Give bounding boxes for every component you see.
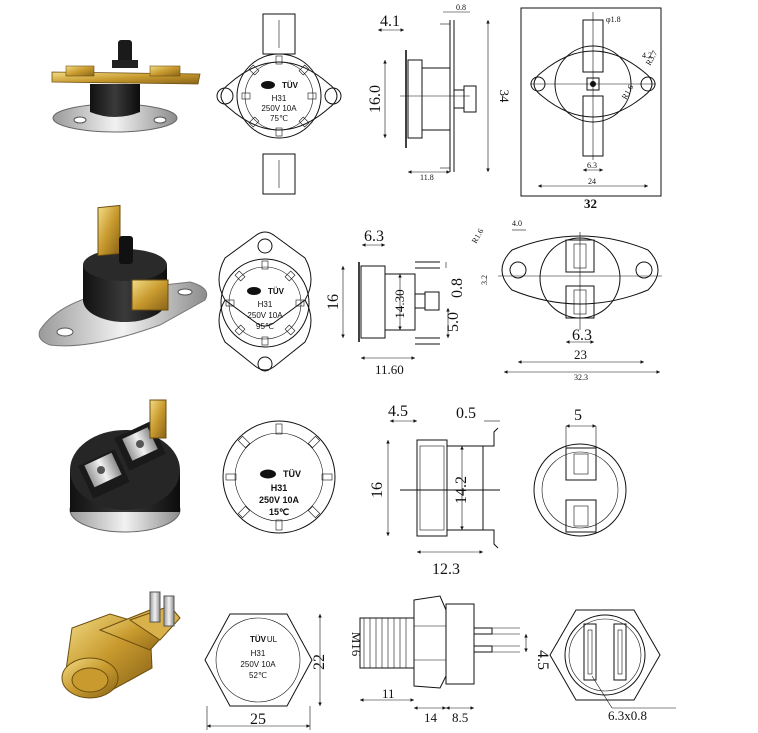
front-view-4: TÜV UL H31 250V 10A 52℃ 22 25 <box>204 613 328 730</box>
label-temp: 75℃ <box>270 114 288 123</box>
dim-0-5: 0.5 <box>456 405 476 422</box>
photo-thermostat-1 <box>51 40 201 133</box>
label-cert: TÜV <box>283 469 301 479</box>
side-view-4: 4.5 M16 11 14 8.5 <box>349 595 551 725</box>
dim-16: 16 <box>369 482 386 498</box>
row-2: CQC TÜV H31 250V 10A 95℃ 6.3 0.8 16 14.3… <box>38 204 662 382</box>
row-3: CQC TÜV H31 250V 10A 15℃ 16 14.2 4.5 0.5… <box>69 399 627 578</box>
dim-14: 14 <box>424 710 438 725</box>
dim-r1-6: R1.6 <box>620 83 635 101</box>
photo-thermostat-3 <box>69 399 181 533</box>
dim-34: 34 <box>497 90 512 104</box>
side-view-1: 4.1 0.8 16.0 34 11.8 <box>367 3 512 182</box>
dim-16-0: 16.0 <box>367 85 384 113</box>
dim-11-8: 11.8 <box>420 173 434 182</box>
label-brand: CQC <box>263 83 274 88</box>
label-rating: 250V 10A <box>240 660 276 669</box>
dim-32: 32 <box>584 196 597 211</box>
top-view-4: 6.3x0.8 <box>549 609 676 723</box>
label-brand: CQC <box>262 472 274 478</box>
top-view-2: 4.0 R1.6 3.2 6.3 23 32.3 <box>470 219 662 382</box>
dim-25: 25 <box>250 711 266 728</box>
front-view-1: CQC TÜV H31 250V 10A 75℃ <box>216 13 342 195</box>
dim-14-2: 14.2 <box>453 476 470 504</box>
terminal-bottom <box>262 153 296 195</box>
dim-4-2: 4.2 <box>642 51 652 60</box>
row-1: CQC TÜV H31 250V 10A 75℃ 4.1 0.8 16.0 <box>51 3 662 211</box>
front-view-3: CQC TÜV H31 250V 10A 15℃ <box>222 420 336 534</box>
label-brand: CQC <box>249 289 260 294</box>
mount-hole-left <box>216 87 234 105</box>
label-cert: TÜV <box>282 81 299 90</box>
dim-6-3x0-8: 6.3x0.8 <box>608 708 647 723</box>
dim-11: 11 <box>382 686 395 701</box>
label-rating: 250V 10A <box>247 311 283 320</box>
photo-thermostat-4 <box>61 591 181 699</box>
dim-5-0: 5.0 <box>445 312 462 332</box>
dim-11-60: 11.60 <box>375 362 404 377</box>
dim-8-5: 8.5 <box>452 710 468 725</box>
label-model: H31 <box>251 649 266 658</box>
label-temp: 15℃ <box>269 507 289 517</box>
label-cert: TÜV <box>268 287 285 296</box>
dim-22: 22 <box>311 654 328 670</box>
dim-16: 16 <box>325 294 342 310</box>
row-4: TÜV UL H31 250V 10A 52℃ 22 25 <box>61 591 676 730</box>
dim-0-8: 0.8 <box>449 278 466 298</box>
dim-m16: M16 <box>349 632 364 657</box>
dim-4-5: 4.5 <box>534 650 551 670</box>
dim-4-5: 4.5 <box>388 403 408 420</box>
dim-4-0: 4.0 <box>512 219 522 228</box>
dim-32-3: 32.3 <box>574 373 588 382</box>
label-model: H31 <box>271 483 288 493</box>
dim-3-2: 3.2 <box>480 275 489 285</box>
dim-phi-1-8: φ1.8 <box>606 15 621 24</box>
dim-6-3b: 6.3 <box>572 327 592 344</box>
dim-12-3: 12.3 <box>432 561 460 578</box>
top-view-1: φ1.8 4.2 R3.7 R1.6 6.3 24 32 <box>520 7 662 211</box>
top-view-3: 5 <box>533 407 627 537</box>
front-view-2: CQC TÜV H31 250V 10A 95℃ <box>218 231 312 372</box>
mount-hole-right <box>324 87 342 105</box>
dim-23: 23 <box>574 347 587 362</box>
label-rating: 250V 10A <box>259 495 300 505</box>
label-rating: 250V 10A <box>261 104 297 113</box>
dim-0-8: 0.8 <box>456 3 466 12</box>
dim-4-1: 4.1 <box>380 13 400 30</box>
label-temp: 52℃ <box>249 671 267 680</box>
dim-6-3: 6.3 <box>587 161 597 170</box>
dim-6-3: 6.3 <box>364 228 384 245</box>
dim-14-30: 14.30 <box>392 289 407 318</box>
side-view-3: 16 14.2 4.5 0.5 12.3 <box>369 403 500 578</box>
photo-thermostat-2 <box>38 204 208 347</box>
label-cert: UL <box>267 635 278 644</box>
label-brand: TÜV <box>250 635 267 644</box>
label-model: H31 <box>258 300 273 309</box>
dim-r1-6: R1.6 <box>470 227 485 245</box>
label-temp: 95℃ <box>256 322 274 331</box>
dim-5: 5 <box>574 407 582 424</box>
label-model: H31 <box>272 94 287 103</box>
dim-24: 24 <box>588 177 596 186</box>
side-view-2: 6.3 0.8 16 14.30 5.0 11.60 <box>325 228 466 377</box>
